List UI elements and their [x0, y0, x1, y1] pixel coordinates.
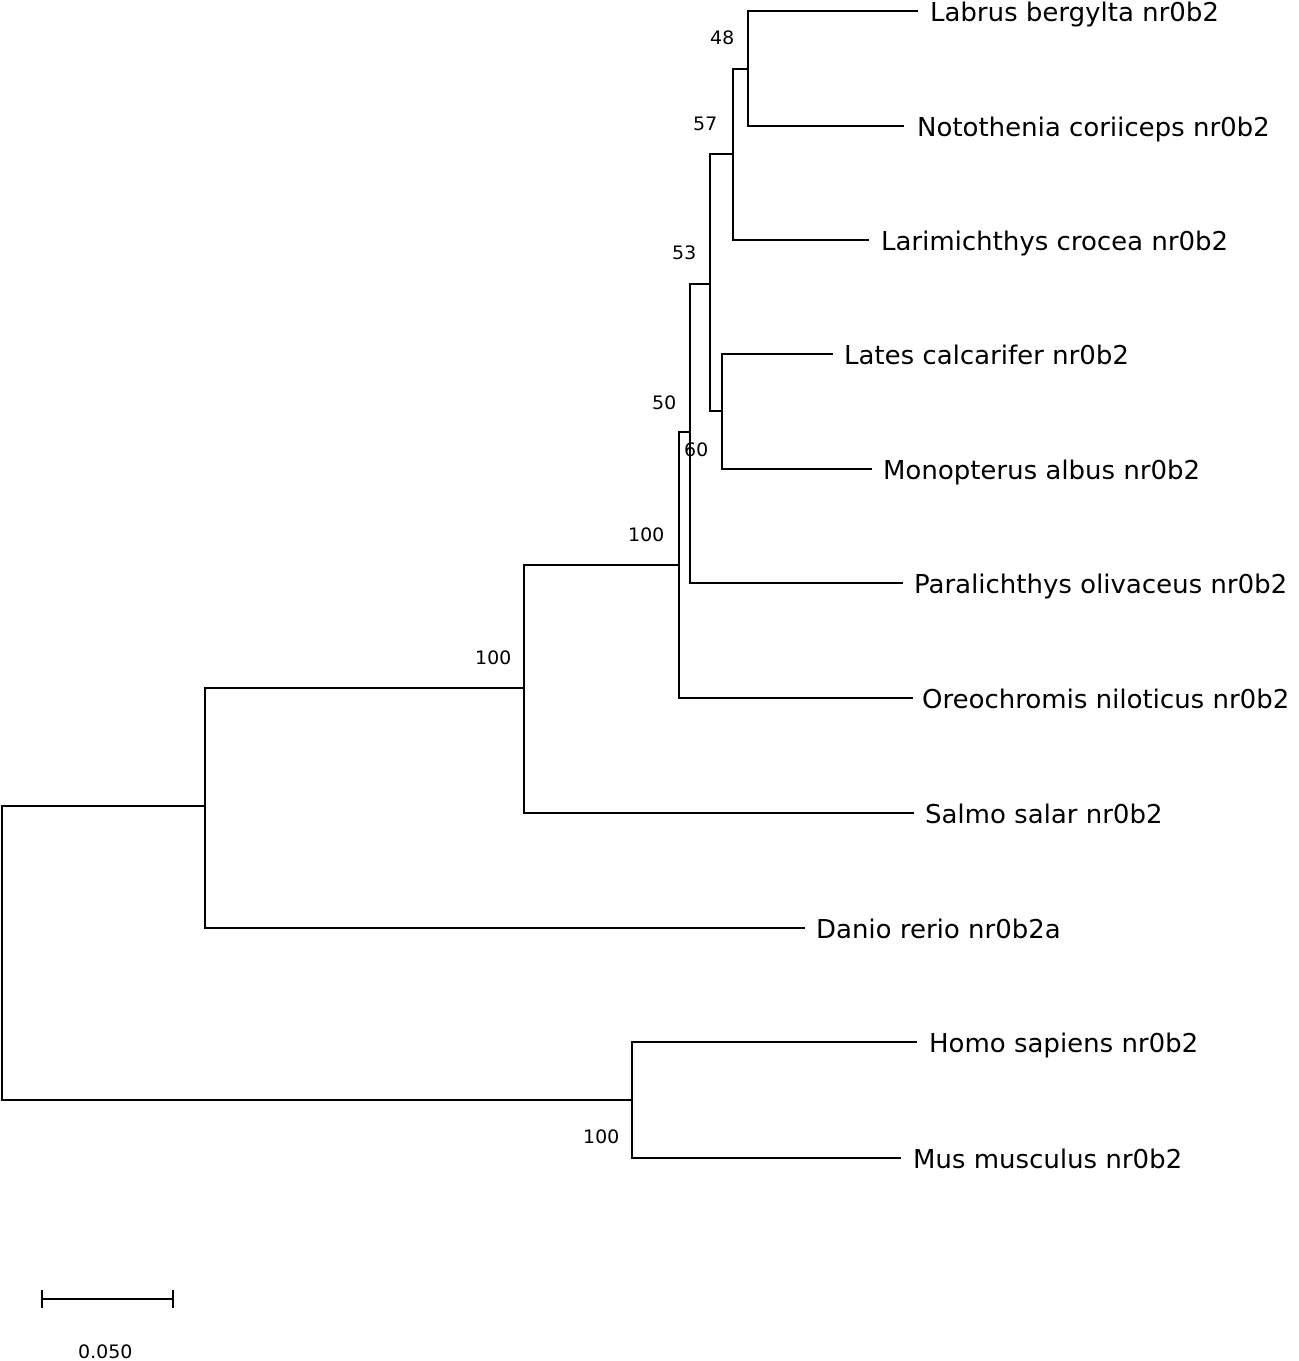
bootstrap-value-percomorph-all: 100 — [628, 524, 664, 546]
bootstrap-value-lates-monopterus: 60 — [684, 439, 708, 461]
taxon-label-salmo: Salmo salar nr0b2 — [925, 800, 1163, 830]
bootstrap-value-node-57: 57 — [693, 113, 717, 135]
bootstrap-value-node-53: 53 — [672, 242, 696, 264]
taxon-label-monopterus: Monopterus albus nr0b2 — [883, 456, 1200, 486]
taxon-label-larimichthys: Larimichthys crocea nr0b2 — [881, 227, 1228, 257]
tree-branches — [1, 10, 918, 1159]
taxon-label-mus: Mus musculus nr0b2 — [913, 1145, 1182, 1175]
scale-bar: 0.050 — [41, 1290, 174, 1361]
bootstrap-value-homo-mus: 100 — [583, 1126, 619, 1148]
taxon-label-labrus: Labrus bergylta nr0b2 — [930, 0, 1219, 28]
taxon-label-homo: Homo sapiens nr0b2 — [929, 1029, 1198, 1059]
taxon-label-lates: Lates calcarifer nr0b2 — [844, 341, 1129, 371]
bootstrap-value-salmo-percomorph: 100 — [475, 647, 511, 669]
taxon-labels: Labrus bergylta nr0b2 Notothenia coriice… — [816, 0, 1289, 1175]
bootstrap-value-labrus-notothenia: 48 — [710, 27, 734, 49]
taxon-label-danio: Danio rerio nr0b2a — [816, 915, 1061, 945]
taxon-label-paralichthys: Paralichthys olivaceus nr0b2 — [914, 570, 1287, 600]
bootstrap-value-node-50: 50 — [652, 392, 676, 414]
scale-bar-label: 0.050 — [78, 1341, 132, 1361]
taxon-label-oreochromis: Oreochromis niloticus nr0b2 — [922, 685, 1289, 715]
taxon-label-notothenia: Notothenia coriiceps nr0b2 — [917, 113, 1270, 143]
bootstrap-labels: 48 57 60 53 50 100 100 100 — [475, 27, 734, 1148]
